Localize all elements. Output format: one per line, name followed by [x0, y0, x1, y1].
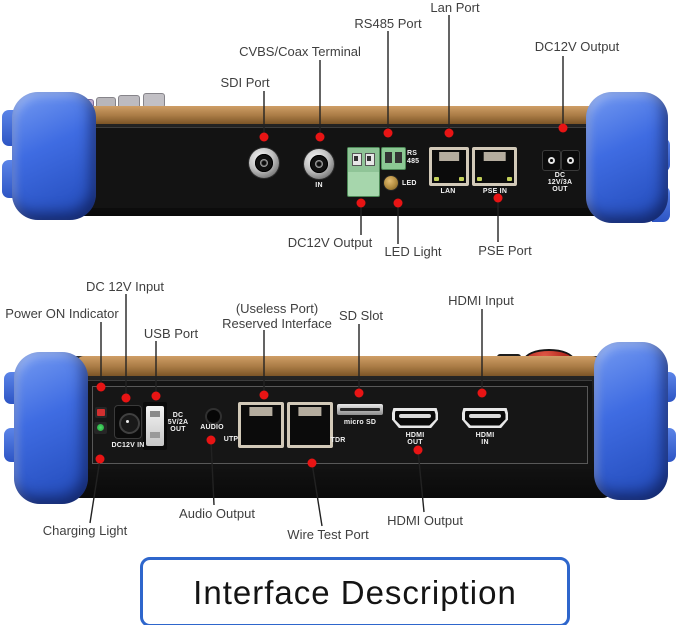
- label-lan-port: Lan Port: [430, 0, 480, 15]
- label-wire-test-port: Wire Test Port: [287, 527, 369, 542]
- usb-port: [143, 402, 167, 450]
- interface-description-box: Interface Description: [140, 557, 570, 625]
- usb-slot: [150, 411, 160, 417]
- jack-ring: [119, 413, 140, 434]
- dc-out-label-line2: 12V/3A: [547, 179, 573, 186]
- micro-sd-label: micro SD: [343, 419, 377, 426]
- lan-port: [429, 147, 469, 186]
- hdmi-bar: [469, 414, 501, 418]
- rj45-led: [459, 177, 464, 181]
- terminal-screw: [367, 156, 371, 161]
- label-cvbs-terminal: CVBS/Coax Terminal: [239, 44, 361, 59]
- label-audio-output: Audio Output: [179, 506, 255, 521]
- dc12v-in-label: DC12V IN: [111, 442, 145, 449]
- usb-out-label-line3: OUT: [170, 426, 186, 433]
- label-reserved-line1: (Useless Port): [235, 301, 319, 316]
- usb-slot: [150, 432, 160, 438]
- micro-sd-slot: [337, 404, 383, 415]
- label-power-on-indicator: Power ON Indicator: [5, 306, 119, 321]
- rj45-led: [477, 177, 482, 181]
- device-top-edge: [76, 356, 600, 376]
- hdmi-in-label-line2: IN: [481, 439, 489, 446]
- hdmi-inner: [394, 410, 436, 426]
- red-led: [97, 409, 105, 416]
- sd-slit: [340, 408, 380, 411]
- recessed-panel: [92, 386, 588, 464]
- hdmi-in-port: [462, 408, 508, 428]
- utp-port: [238, 402, 284, 448]
- label-sd-slot: SD Slot: [338, 308, 384, 323]
- usb-out-label-line2: 5V/2A: [167, 419, 189, 426]
- lan-label: LAN: [440, 188, 456, 195]
- label-charging-light: Charging Light: [42, 523, 128, 538]
- terminal-screw: [354, 156, 358, 161]
- hdmi-in-label-line1: HDMI: [475, 432, 495, 439]
- usb-out-label-line1: DC: [172, 412, 184, 419]
- tdr-port: [287, 402, 333, 448]
- rj45-led: [507, 177, 512, 181]
- hdmi-out-port: [392, 408, 438, 428]
- interface-description-title: Interface Description: [193, 573, 517, 611]
- cvbs-in-label: IN: [315, 182, 323, 189]
- led-light: [384, 176, 398, 190]
- rj45-step: [298, 407, 322, 416]
- rj45-step: [249, 407, 273, 416]
- dc-out-label-line3: OUT: [552, 186, 568, 193]
- label-rs485-port: RS485 Port: [354, 16, 422, 31]
- label-reserved-interface: (Useless Port) Reserved Interface: [222, 301, 332, 332]
- label-reserved-line2: Reserved Interface: [222, 315, 332, 331]
- green-led: [97, 424, 104, 431]
- pse-in-label: PSE IN: [482, 188, 508, 195]
- label-pse-port: PSE Port: [478, 243, 532, 258]
- jack-pin: [126, 420, 129, 423]
- hdmi-bar: [399, 414, 431, 418]
- tdr-label: TDR: [330, 437, 346, 444]
- rj45-step: [439, 152, 459, 161]
- terminal-screw: [385, 152, 392, 163]
- right-bumper: [586, 92, 668, 223]
- dc-out-jack: [542, 150, 561, 171]
- label-dc12v-input: DC 12V Input: [85, 279, 165, 294]
- pse-in-port: [472, 147, 517, 186]
- label-sdi-port: SDI Port: [220, 75, 270, 90]
- jack-hole: [548, 157, 555, 164]
- label-led-light: LED Light: [384, 244, 442, 259]
- hdmi-out-label-line2: OUT: [407, 439, 423, 446]
- dc-out-jack: [561, 150, 580, 171]
- rs485-label-line1: RS: [407, 150, 418, 157]
- rj45-step: [483, 152, 506, 161]
- sdi-bnc-connector: [249, 148, 279, 178]
- hdmi-out-label-line1: HDMI: [405, 432, 425, 439]
- dc12v-input-jack: [114, 405, 142, 439]
- label-usb-port: USB Port: [143, 326, 199, 341]
- left-bumper: [14, 352, 88, 504]
- audio-jack: [205, 408, 222, 425]
- rj45-led: [434, 177, 439, 181]
- label-hdmi-input: HDMI Input: [448, 293, 514, 308]
- terminal-screw: [395, 152, 402, 163]
- rs485-terminal: [381, 147, 406, 170]
- jack-hole: [567, 157, 574, 164]
- left-bumper: [12, 92, 96, 220]
- rs485-label-line2: 485: [407, 158, 420, 165]
- dc-out-label-line1: DC: [554, 172, 566, 179]
- charging-indicator-led: [94, 422, 107, 434]
- audio-label: AUDIO: [200, 424, 224, 431]
- device-top-edge: [70, 106, 610, 124]
- label-dc12v-output-bottom: DC12V Output: [287, 235, 373, 250]
- power-on-indicator-led: [95, 407, 107, 418]
- utp-label: UTP: [223, 436, 239, 443]
- led-label: LED: [402, 180, 417, 187]
- dc12v-output-terminal: [347, 147, 380, 197]
- label-dc12v-output-top: DC12V Output: [534, 39, 620, 54]
- right-bumper: [594, 342, 668, 500]
- hdmi-inner: [464, 410, 506, 426]
- cvbs-bnc-connector: [304, 149, 334, 179]
- label-hdmi-output: HDMI Output: [387, 513, 463, 528]
